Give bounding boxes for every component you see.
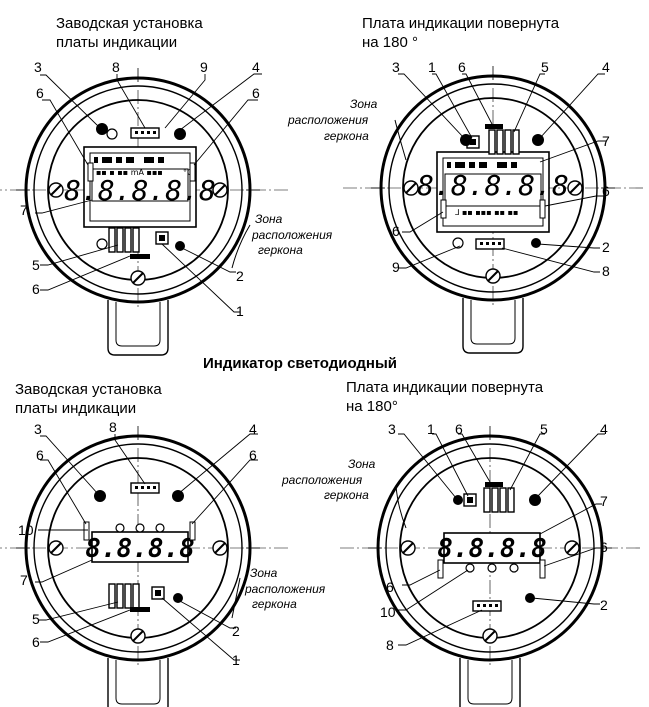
zone-label-rb3: геркона [324, 488, 369, 502]
lcd-status-row-rotated: ⅃ ▪▪ ▪▪▪ ▪▪ ▪▪ [455, 208, 518, 217]
panel-title-rotated-lcd: Плата индикации повернута на 180 ° [362, 15, 560, 51]
panel-factory-led: 8.8.8.8 Зона расположения геркона [0, 419, 326, 707]
callout-8: 8 [112, 59, 120, 75]
panel-title-rotated-led: Плата индикации повернута на 180° [346, 379, 544, 415]
callout-rb7: 7 [600, 493, 608, 509]
callout-r9: 9 [392, 259, 400, 275]
callout-1: 1 [236, 303, 244, 319]
callout-r5: 5 [541, 59, 549, 75]
callout-rb1: 1 [427, 421, 435, 437]
callout-4: 4 [252, 59, 260, 75]
callout-6c: 6 [32, 281, 40, 297]
zone-label-b2: расположения [244, 582, 326, 596]
zone-label-2: расположения [251, 228, 333, 242]
callout-6: 6 [36, 85, 44, 101]
callout-9: 9 [200, 59, 208, 75]
zone-label-r3: геркона [324, 129, 369, 143]
lcd-status-row: ▪▪ ▪ ▪▪ mA ▪▪▪ [96, 168, 163, 177]
lcd-digits-rotated: 8.8.8.8.8 [417, 169, 569, 202]
callout-r6c: 6 [392, 223, 400, 239]
callout-b8: 8 [109, 419, 117, 435]
callout-b10: 10 [18, 522, 34, 538]
callout-2: 2 [236, 268, 244, 284]
callout-b6b: 6 [249, 447, 257, 463]
callout-7: 7 [20, 202, 28, 218]
callout-b2: 2 [232, 623, 240, 639]
panel-title-factory-lcd: Заводская установка платы индикации [56, 15, 203, 51]
callout-b6c: 6 [32, 634, 40, 650]
callout-b5: 5 [32, 611, 40, 627]
zone-label-3: геркона [258, 243, 303, 257]
callout-rb6: 6 [455, 421, 463, 437]
zone-label-rb1: Зона [348, 457, 376, 471]
callout-r7: 7 [602, 133, 610, 149]
callout-rb10: 10 [380, 604, 396, 620]
callout-rb5: 5 [540, 421, 548, 437]
callout-r1: 1 [428, 59, 436, 75]
zone-label-b3: геркона [252, 597, 297, 611]
callout-6b: 6 [252, 85, 260, 101]
zone-label-r1: Зона [350, 97, 378, 111]
callout-r4: 4 [602, 59, 610, 75]
panel-rotated-lcd: 8.8.8.8.8 ⅃ ▪▪ ▪▪▪ ▪▪ ▪▪ Зона расположен… [287, 59, 643, 353]
callout-b6: 6 [36, 447, 44, 463]
callout-rb6c: 6 [386, 579, 394, 595]
callout-rb6b: 6 [600, 539, 608, 555]
callout-rb8: 8 [386, 637, 394, 653]
zone-label-rb2: расположения [281, 473, 363, 487]
panel-rotated-led: 8.8.8.8 Зона расположения геркона [281, 421, 640, 707]
callout-b3: 3 [34, 421, 42, 437]
callout-rb2: 2 [600, 597, 608, 613]
callout-5: 5 [32, 257, 40, 273]
callout-r2: 2 [602, 239, 610, 255]
callout-b1: 1 [232, 652, 240, 668]
zone-label-r2: расположения [287, 113, 369, 127]
zone-label-b1: Зона [250, 566, 278, 580]
panel-factory-lcd: ▪▪ ▪ ▪▪ mA ▪▪▪ °C 8.8.8.8.8 Зона располо… [0, 59, 333, 355]
callout-3: 3 [34, 59, 42, 75]
panel-title-factory-led: Заводская установка платы индикации [15, 381, 162, 417]
led-digits-rotated: 8.8.8.8 [437, 534, 547, 564]
callout-rb4: 4 [600, 421, 608, 437]
section-heading: Индикатор светодиодный [203, 355, 398, 372]
callout-r8: 8 [602, 263, 610, 279]
callout-rb3: 3 [388, 421, 396, 437]
zone-label-1: Зона [255, 212, 283, 226]
callout-r3: 3 [392, 59, 400, 75]
lcd-unit: °C [183, 168, 193, 177]
callout-b4: 4 [249, 421, 257, 437]
callout-b7: 7 [20, 572, 28, 588]
callout-r6b: 6 [602, 183, 610, 199]
callout-r6: 6 [458, 59, 466, 75]
led-digits: 8.8.8.8 [85, 534, 195, 564]
